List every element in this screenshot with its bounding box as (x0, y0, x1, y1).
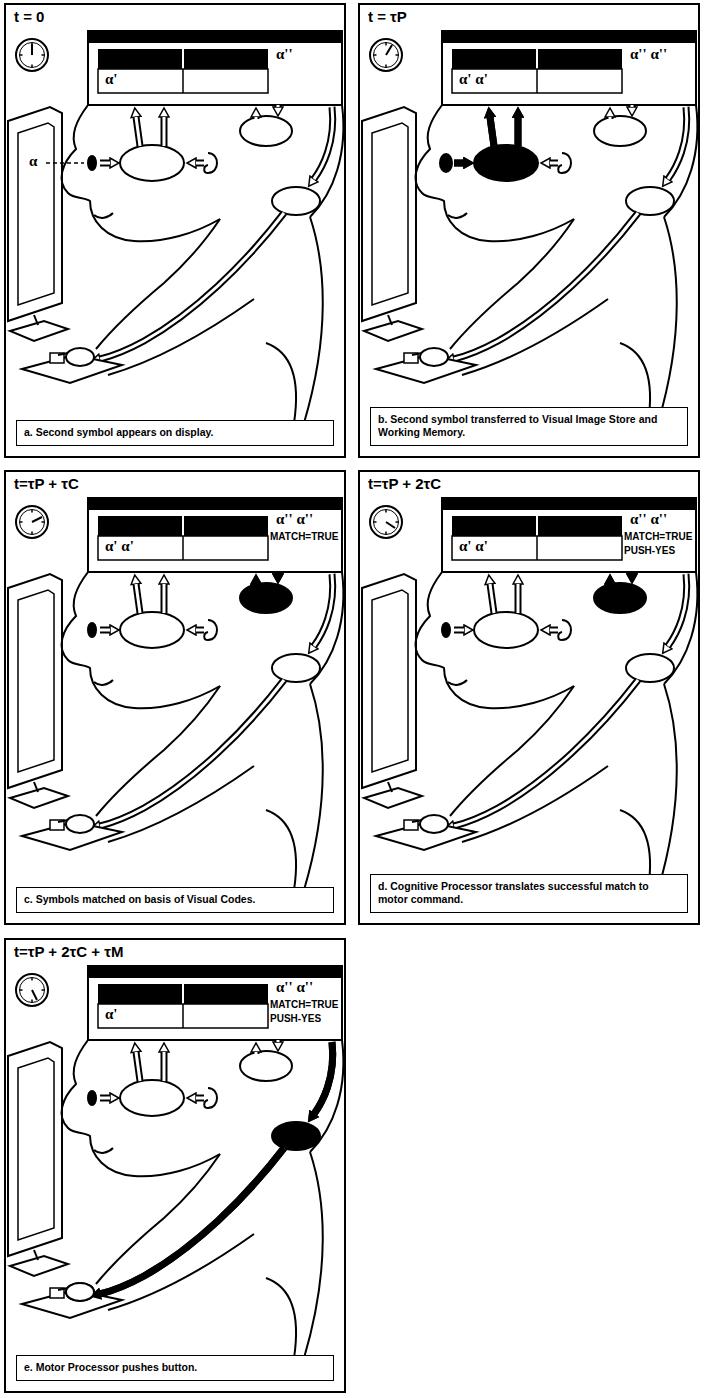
panel-d-figure (358, 470, 700, 925)
memory-symbol: α' (105, 1006, 118, 1023)
time-label: t = 0 (14, 8, 44, 25)
memory-symbol: α'' α'' (276, 511, 313, 528)
memory-symbol: α' α' (459, 71, 488, 88)
memory-symbol: α'' α'' (630, 511, 667, 528)
panel-a-figure (4, 3, 346, 458)
memory-item: MATCH=TRUE (270, 999, 338, 1010)
memory-item: MATCH=TRUE (624, 531, 692, 542)
memory-item: PUSH-YES (624, 545, 675, 556)
caption: c. Symbols matched on basis of Visual Co… (16, 887, 334, 913)
panel-c-figure (4, 470, 346, 925)
panel-e-figure (4, 938, 346, 1393)
memory-symbol: α' α' (459, 538, 488, 555)
memory-item: MATCH=TRUE (270, 531, 338, 542)
memory-symbol: α' α' (105, 538, 134, 555)
caption: a. Second symbol appears on display. (16, 420, 334, 446)
panel-b-figure (358, 3, 700, 458)
time-label: t=τP + 2τC (368, 475, 441, 492)
time-label: t = τP (368, 8, 407, 25)
memory-item: PUSH-YES (270, 1013, 321, 1024)
memory-symbol: α'' α'' (276, 979, 313, 996)
memory-symbol: α' (105, 71, 118, 88)
memory-symbol: α'' α'' (630, 46, 667, 63)
panel: t = 0 a. Second symbol appears on display… (4, 3, 346, 458)
time-label: t=τP + τC (14, 475, 79, 492)
memory-symbol: α'' (276, 46, 293, 63)
panel: t = τP b. Second symbol transferred to Vi… (358, 3, 700, 458)
caption: e. Motor Processor pushes button. (16, 1355, 334, 1381)
caption: b. Second symbol transferred to Visual I… (370, 407, 688, 446)
memory-symbol: α (29, 153, 37, 170)
time-label: t=τP + 2τC + τM (14, 943, 123, 960)
caption: d. Cognitive Processor translates succes… (370, 874, 688, 913)
